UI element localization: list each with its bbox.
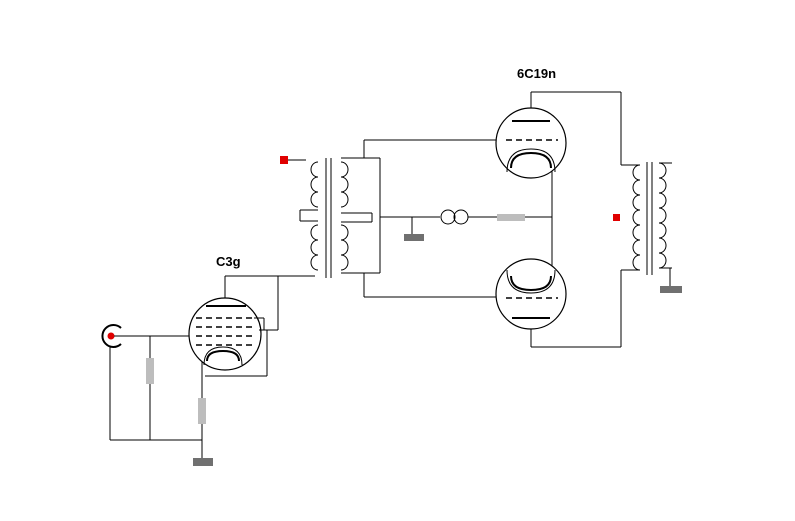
- input-jack-pin: [107, 332, 115, 340]
- driver-cathode: [206, 349, 240, 362]
- ground-icon: [404, 234, 424, 241]
- ground-icon: [660, 286, 682, 293]
- bias-element: [440, 170, 553, 272]
- ground-icon: [193, 458, 213, 466]
- b-plus-terminal-icon: [280, 156, 288, 164]
- output-transformer: [613, 92, 672, 347]
- grid-resistor: [146, 358, 154, 384]
- output-tube-upper: [495, 91, 621, 179]
- output-tube-label: 6C19n: [517, 66, 556, 81]
- grid-wiring: [363, 139, 510, 298]
- output-tube-lower: [495, 258, 621, 348]
- interstage-transformer: [280, 156, 440, 278]
- input-jack: [101, 324, 122, 348]
- b-plus-terminal-icon: [613, 214, 620, 221]
- cathode-resistor: [198, 398, 206, 424]
- driver-tube-label: C3g: [216, 254, 241, 269]
- driver-tube: [188, 275, 315, 371]
- cathode-resistor-output: [497, 214, 525, 221]
